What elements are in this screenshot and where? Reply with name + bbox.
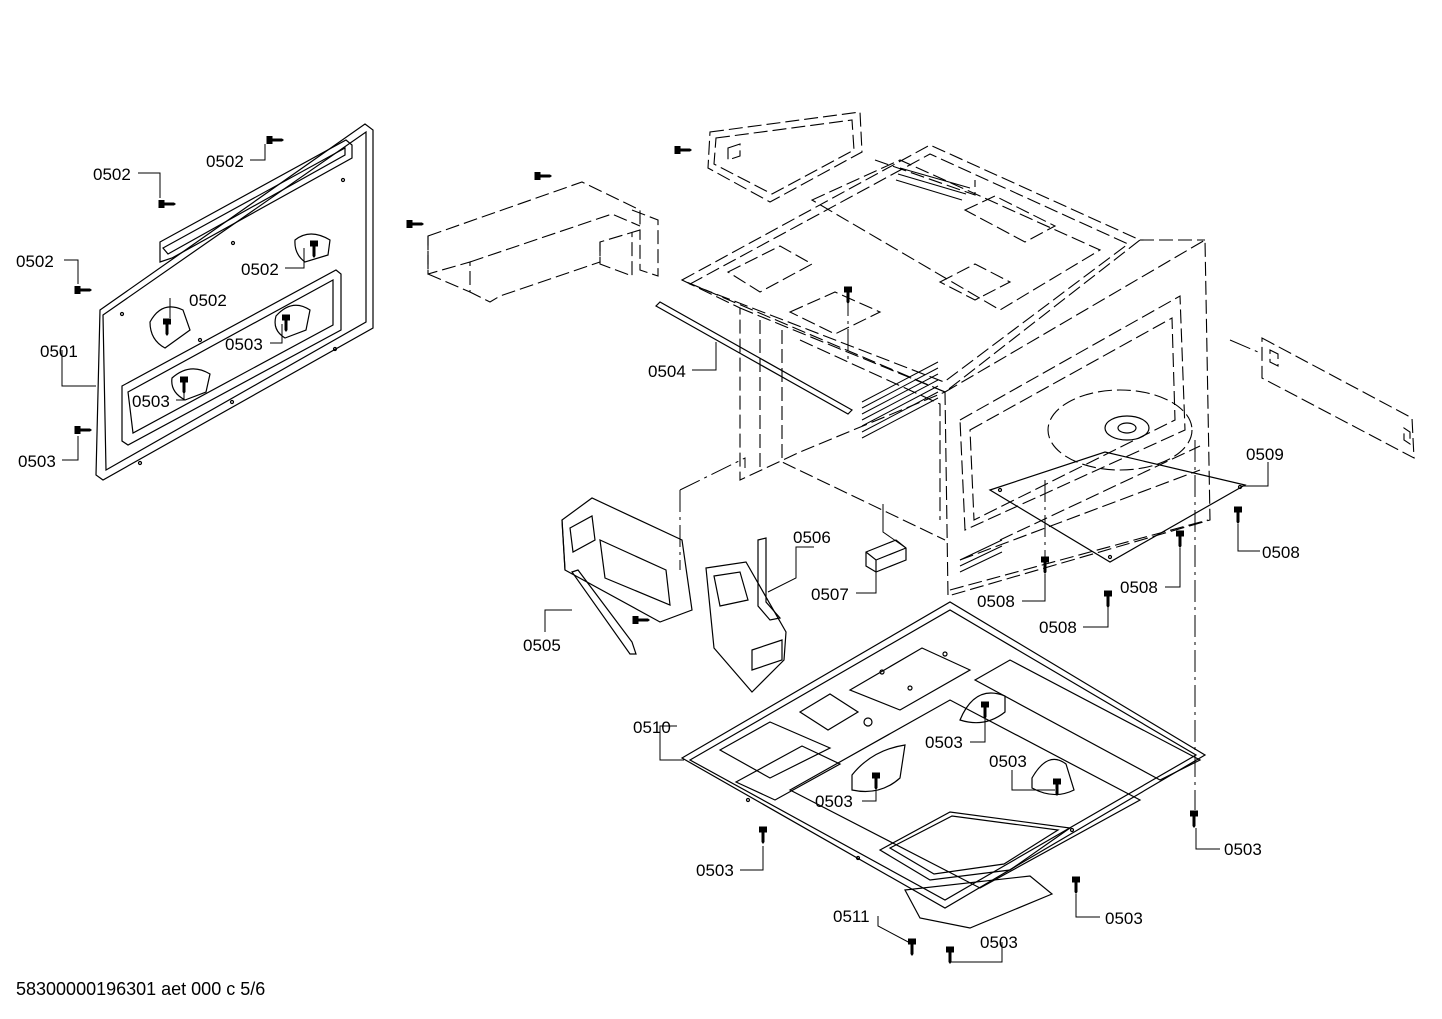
callout-label: 0508 bbox=[977, 592, 1015, 611]
control-bracket-0505 bbox=[561, 497, 693, 655]
callout-label: 0503 bbox=[225, 335, 263, 354]
callout-leaders bbox=[61, 144, 1269, 963]
plate-0509 bbox=[988, 451, 1247, 608]
callout-label: 0502 bbox=[206, 152, 244, 171]
callout-label: 0510 bbox=[633, 718, 671, 737]
callout-label: 0507 bbox=[811, 585, 849, 604]
callout-label: 0503 bbox=[132, 392, 170, 411]
support-0506 bbox=[705, 537, 787, 693]
callout-label: 0511 bbox=[833, 907, 870, 926]
callout-label: 0503 bbox=[815, 792, 853, 811]
callout-label: 0506 bbox=[793, 528, 831, 547]
callout-label: 0508 bbox=[1262, 543, 1300, 562]
fan-assembly bbox=[1047, 389, 1193, 471]
callout-label: 0503 bbox=[18, 452, 56, 471]
base-plate-0510 bbox=[680, 601, 1207, 964]
callout-label: 0503 bbox=[696, 861, 734, 880]
callout-label: 0501 bbox=[40, 342, 78, 361]
callout-label: 0502 bbox=[16, 252, 54, 271]
callout-label: 0502 bbox=[189, 291, 227, 310]
callout-label: 0503 bbox=[925, 733, 963, 752]
callout-label: 0508 bbox=[1120, 578, 1158, 597]
oven-housing bbox=[680, 144, 1211, 597]
callout-label: 0503 bbox=[1224, 840, 1262, 859]
callout-label: 0504 bbox=[648, 362, 686, 381]
block-0507 bbox=[865, 504, 907, 573]
callout-label: 0503 bbox=[980, 933, 1018, 952]
callout-label: 0502 bbox=[93, 165, 131, 184]
callout-label: 0509 bbox=[1246, 445, 1284, 464]
seal-strip-0504 bbox=[655, 301, 853, 415]
callout-label: 0502 bbox=[241, 260, 279, 279]
callout-label: 0505 bbox=[523, 636, 561, 655]
callout-label: 0508 bbox=[1039, 618, 1077, 637]
rear-bar bbox=[1261, 337, 1415, 459]
document-id: 58300000196301 aet 000 c 5/6 bbox=[16, 979, 266, 999]
callout-labels: 0502 0502 0502 0502 0502 0503 0501 0503 … bbox=[16, 152, 1300, 952]
rear-top-bracket bbox=[674, 111, 863, 203]
callout-label: 0503 bbox=[1105, 909, 1143, 928]
assembly-guide-lines bbox=[679, 294, 1259, 810]
callout-label: 0503 bbox=[989, 752, 1027, 771]
side-panel-0501 bbox=[95, 123, 374, 481]
upper-bracket bbox=[406, 172, 659, 303]
